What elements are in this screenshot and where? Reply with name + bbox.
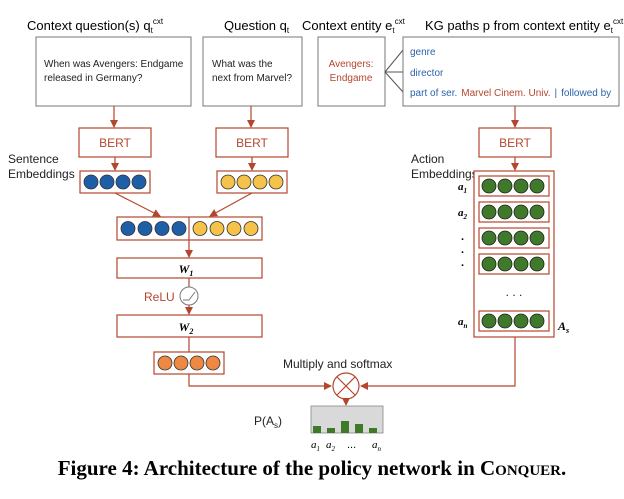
question-box [202, 36, 303, 107]
bert-right-box [478, 127, 552, 158]
w1-label: W1 [179, 262, 194, 278]
kg-paths-header: KG paths p from context entity etcxt [425, 17, 624, 35]
action-distribution-bars [313, 421, 377, 433]
question-header: Question qt [224, 18, 290, 35]
dist-axis-a2: a2 [326, 439, 336, 453]
bert-left-label: BERT [99, 136, 131, 150]
action-label-a2: a2 [458, 207, 468, 221]
policy-network-diagram: Context question(s) qtcxt Question qt Co… [8, 17, 624, 453]
bert-mid-box [215, 127, 289, 158]
question-line2: next from Marvel? [212, 73, 292, 84]
action-emb-label-2: Embeddings [411, 167, 478, 181]
kg-paths-box [402, 36, 620, 107]
concat-vector-cells [120, 217, 259, 240]
dist-axis-a1: a1 [311, 439, 320, 453]
entity-to-partof-arrow [384, 71, 404, 93]
sentence-emb-label-1: Sentence [8, 152, 59, 166]
action-rows-ellipsis: . . . [506, 285, 523, 299]
action-vdot-1: . [461, 231, 464, 243]
prob-label: P(As) [254, 414, 282, 430]
kg-part-of-path: part of ser.Marvel Cinem. Univ.|followed… [410, 88, 611, 99]
ctx-question-box [35, 36, 192, 107]
policy-output-cells [157, 355, 221, 371]
entity-line2: Endgame [330, 73, 373, 84]
action-emb-label-1: Action [411, 152, 444, 166]
action-vdot-3: . [461, 257, 464, 269]
ctx-question-line2: released in Germany? [44, 73, 143, 84]
action-vdot-2: . [461, 244, 464, 256]
ctx-entity-header: Context entity etcxt [302, 17, 406, 35]
relu-activation-icon [179, 286, 199, 306]
figure-caption: Figure 4: Architecture of the policy net… [57, 456, 567, 480]
action-embedding-rows [478, 175, 550, 332]
arrow-actions-multiply [360, 337, 516, 390]
bert-right-label: BERT [499, 136, 531, 150]
ctx-question-line1: When was Avengers: Endgame [44, 59, 184, 70]
arrow-q-concat [209, 192, 253, 217]
entity-to-genre-arrow [384, 49, 404, 73]
sentence-emb-label-2: Embeddings [8, 167, 75, 181]
entity-line1: Avengers: [329, 59, 374, 70]
relu-curve-icon [183, 291, 196, 301]
question-line1: What was the [212, 59, 273, 70]
arrow-output-multiply [188, 374, 332, 390]
bert-mid-label: BERT [236, 136, 268, 150]
arrow-ctx-concat [114, 192, 161, 217]
multiply-cross-icon [336, 376, 356, 396]
kg-director: director [410, 68, 444, 79]
w2-label: W2 [179, 320, 194, 336]
relu-label: ReLU [144, 290, 175, 304]
question-embedding-cells [220, 174, 284, 190]
kg-genre: genre [410, 47, 436, 58]
ctx-embedding-cells [83, 174, 147, 190]
action-label-a1: a1 [458, 181, 467, 195]
multiply-softmax-label: Multiply and softmax [283, 357, 392, 371]
entity-box [317, 36, 386, 107]
action-set-label: As [557, 319, 569, 335]
ctx-question-header: Context question(s) qtcxt [27, 17, 164, 35]
dist-axis-an: an [372, 439, 382, 453]
dist-axis-dots: ... [347, 439, 356, 451]
action-label-an: an [458, 316, 468, 330]
